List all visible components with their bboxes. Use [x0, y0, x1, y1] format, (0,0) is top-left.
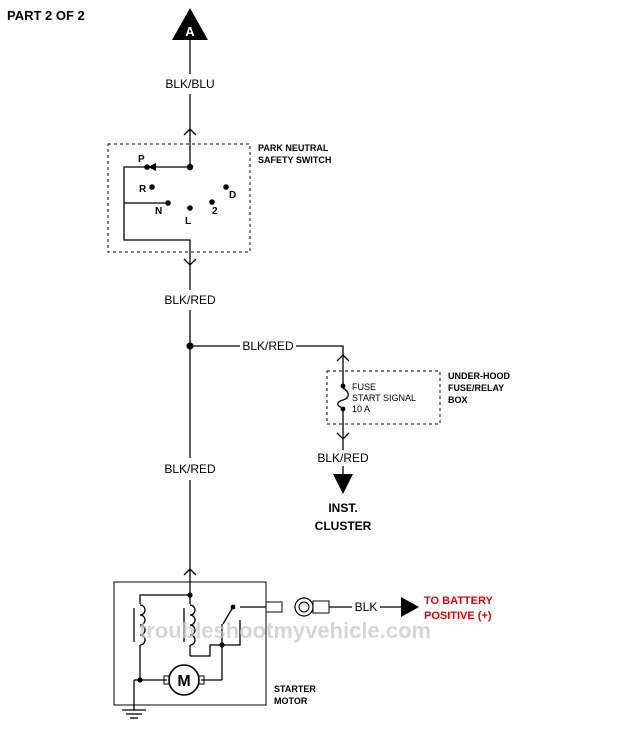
switch-pos-2: 2 — [212, 206, 218, 217]
hold-coil-feed — [139, 594, 190, 604]
wire-label-below-switch: BLK/RED — [164, 293, 216, 307]
switch-return-wire — [123, 166, 191, 252]
fuse-label-3: 10 A — [352, 404, 370, 414]
switch-terminal-p — [144, 164, 150, 170]
starter-label-1: STARTER — [274, 684, 316, 694]
solenoid-contact-arm — [222, 606, 234, 625]
switch-terminal-2 — [209, 199, 215, 205]
switch-terminal-r — [149, 184, 155, 190]
wire-label-top: BLK/BLU — [165, 77, 214, 91]
ring-terminal-hole — [298, 601, 310, 613]
cluster-label-2: CLUSTER — [315, 519, 372, 533]
fusebox-title-2: FUSE/RELAY — [448, 383, 504, 393]
switch-arrow-icon — [148, 163, 156, 171]
contact-return — [222, 620, 241, 646]
switch-pos-n: N — [155, 206, 162, 217]
connector-chevron-icon — [336, 354, 350, 362]
connector-triangle-icon — [172, 8, 208, 40]
motor-icon — [168, 664, 200, 696]
ground-symbol-icon — [122, 709, 146, 719]
wire-label-to-battery: BLK — [355, 600, 378, 614]
switch-pos-p: P — [138, 154, 145, 165]
branch-wire-2 — [296, 345, 344, 360]
hold-coil-icon — [139, 604, 146, 646]
switch-title-1: PARK NEUTRAL — [258, 143, 329, 153]
battery-arrow-icon — [401, 597, 419, 617]
fuse-icon — [337, 387, 349, 409]
ring-terminal-crimp — [312, 600, 330, 614]
pull-coil-icon — [189, 604, 196, 646]
part-label: PART 2 OF 2 — [7, 8, 85, 23]
switch-terminal-d — [223, 184, 229, 190]
watermark: troubleshootmyvehicle.com — [139, 618, 431, 643]
park-neutral-switch-box — [107, 143, 251, 253]
connector-letter: A — [185, 24, 195, 39]
switch-terminal-n — [165, 200, 171, 206]
fuse-terminal-top — [340, 383, 346, 389]
fuse-label-2: START SIGNAL — [352, 393, 416, 403]
battery-stud-terminal — [265, 601, 283, 613]
ground-arrow-icon — [333, 474, 353, 494]
connector-a: A — [172, 8, 208, 40]
switch-pos-r: R — [139, 184, 147, 195]
fusebox-title-1: UNDER-HOOD — [448, 371, 510, 381]
wire-label-branch: BLK/RED — [242, 339, 294, 353]
switch-terminal-l — [187, 205, 193, 211]
wire-label-mid: BLK/RED — [164, 462, 216, 476]
fusebox-title-3: BOX — [448, 395, 468, 405]
starter-label-2: MOTOR — [274, 696, 308, 706]
cluster-label-1: INST. — [328, 501, 357, 515]
motor-symbol: M — [177, 673, 190, 690]
pull-coil-to-contact — [190, 644, 222, 657]
fuse-label-1: FUSE — [352, 382, 376, 392]
switch-pos-d: D — [229, 190, 236, 201]
ring-terminal-icon — [294, 597, 314, 617]
switch-pos-l: L — [185, 216, 191, 227]
switch-title-2: SAFETY SWITCH — [258, 155, 331, 165]
connector-chevron-icon — [183, 128, 197, 136]
wire-label-to-cluster: BLK/RED — [317, 451, 369, 465]
fuse-relay-box — [326, 370, 441, 425]
battery-label-1: TO BATTERY — [424, 595, 494, 607]
connector-chevron-icon — [183, 568, 197, 576]
battery-label-2: POSITIVE (+) — [424, 610, 492, 622]
